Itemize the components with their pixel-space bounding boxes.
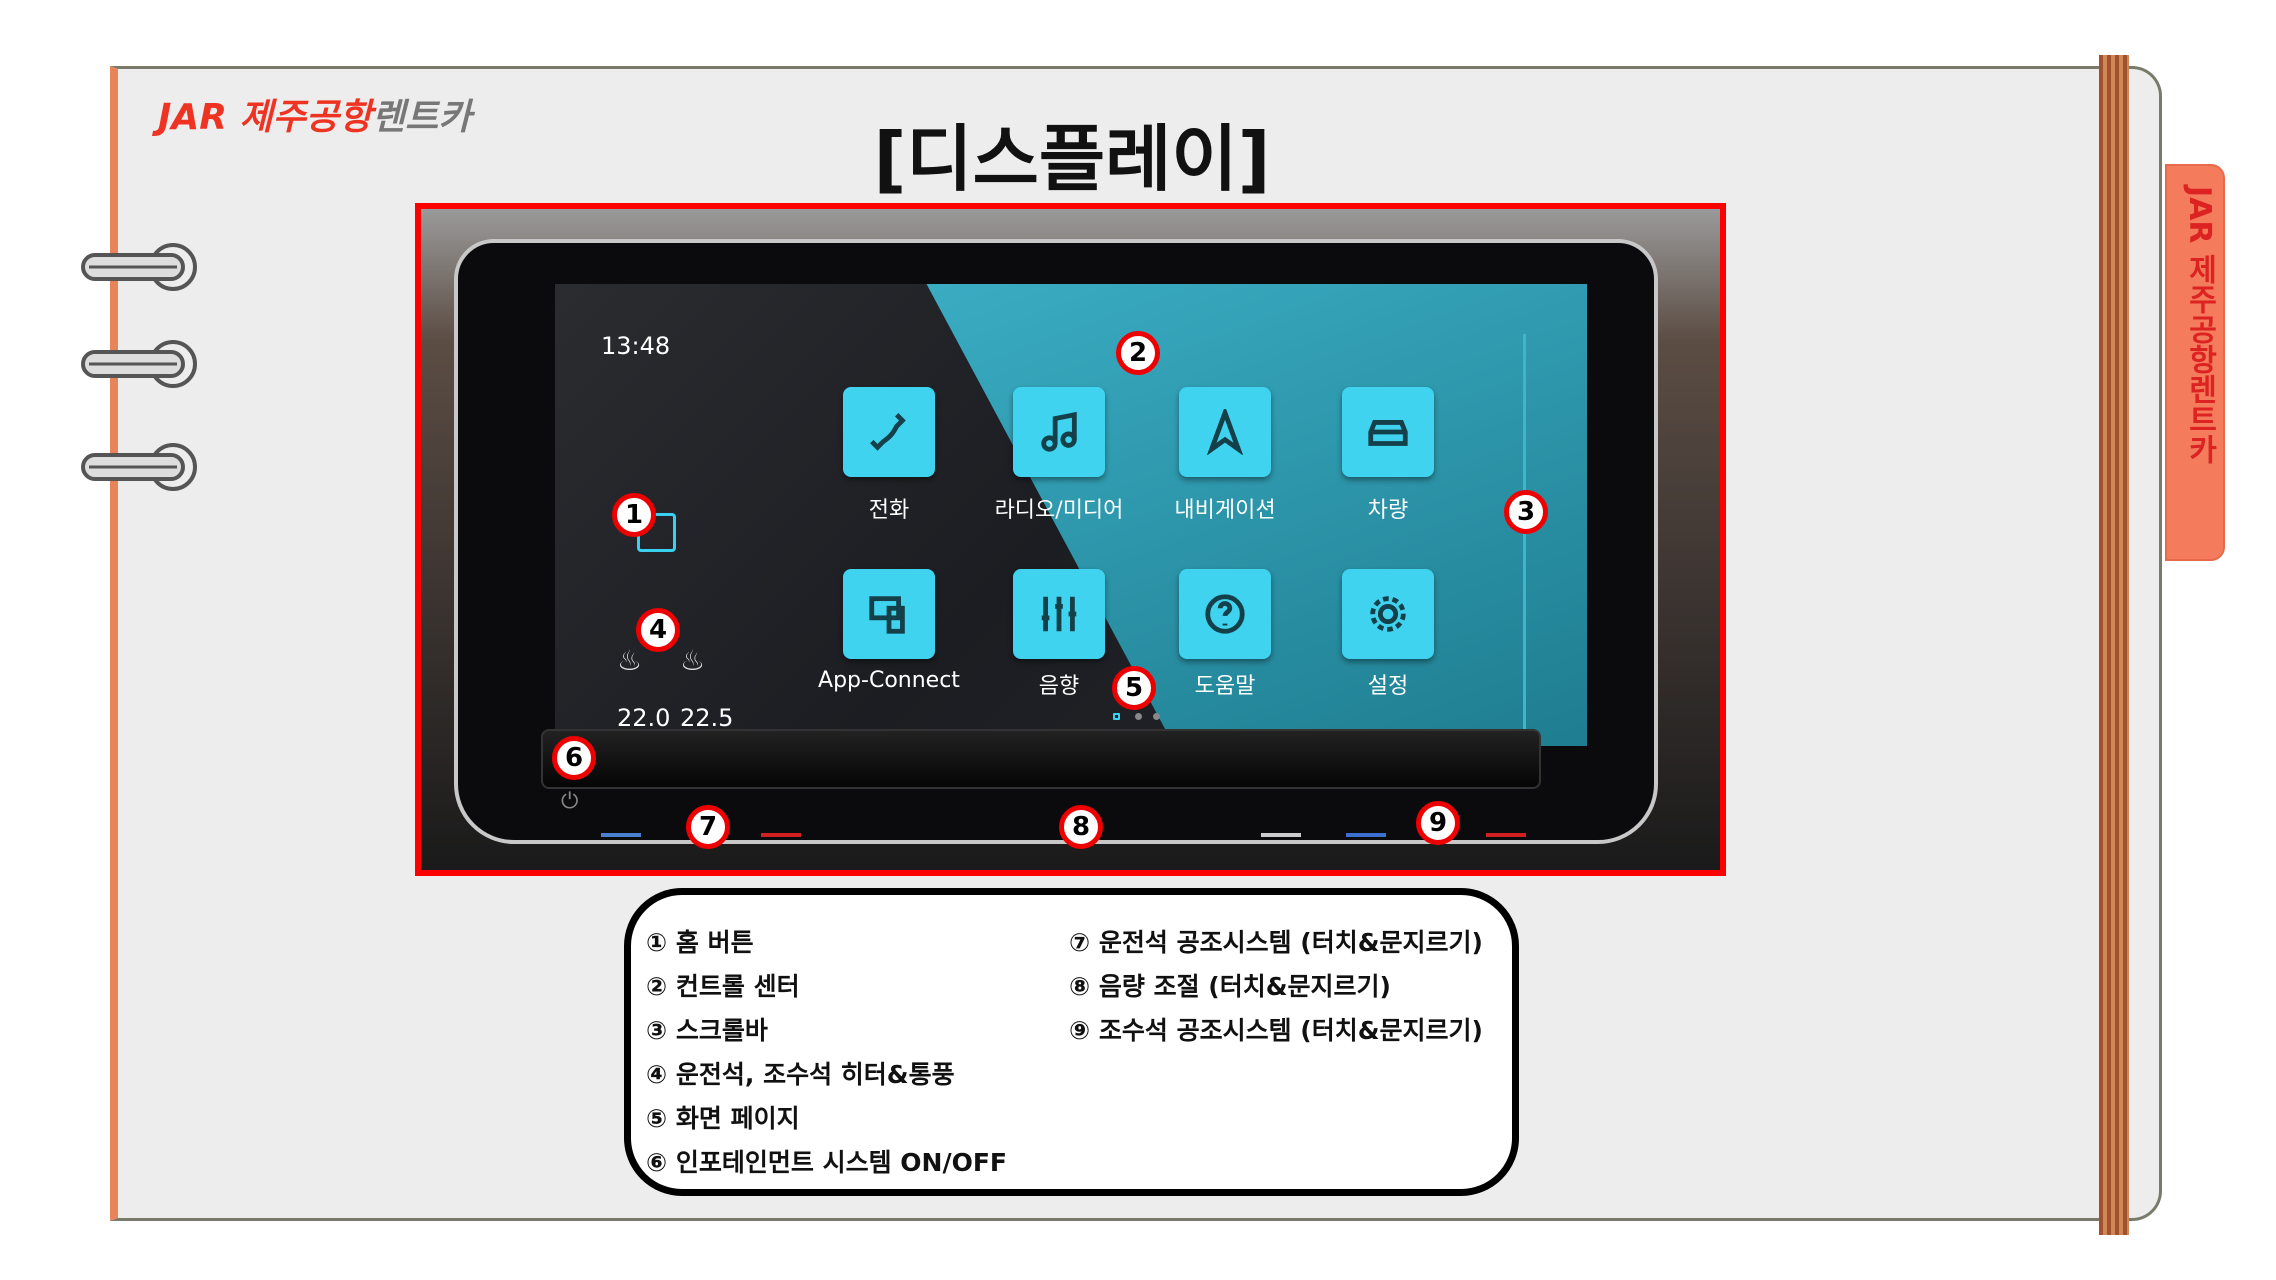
driver-temp[interactable]: 22.0 bbox=[617, 704, 671, 732]
legend-item: ⑧ 음량 조절 (터치&문지르기) bbox=[1069, 972, 1391, 1001]
page-dot-active[interactable] bbox=[1113, 713, 1120, 720]
app-navigation[interactable] bbox=[1179, 387, 1271, 477]
legend-item: ⑨ 조수석 공조시스템 (터치&문지르기) bbox=[1069, 1016, 1483, 1045]
led-indicator bbox=[1346, 833, 1386, 837]
marker-3: 3 bbox=[1504, 490, 1548, 534]
brand-name-sub: 렌트카 bbox=[372, 97, 472, 138]
ring-binder-icon bbox=[81, 340, 197, 388]
led-indicator bbox=[601, 833, 641, 837]
led-indicator bbox=[1261, 833, 1301, 837]
logo-mark: JAR bbox=[158, 97, 227, 138]
help-icon bbox=[1205, 594, 1245, 634]
legend-item: ④ 운전석, 조수석 히터&통풍 bbox=[646, 1060, 955, 1089]
app-label: App-Connect bbox=[818, 668, 960, 693]
marker-2: 2 bbox=[1116, 331, 1160, 375]
app-label: 내비게이션 bbox=[1174, 498, 1276, 523]
infotainment-screen: 13:48 ♨ ♨ 22.0 22.5 전화 라디오/미디어 내비게이션 차량 … bbox=[555, 284, 1587, 746]
marker-4: 4 bbox=[636, 608, 680, 652]
driver-seat-heater-icon[interactable]: ♨ bbox=[617, 644, 643, 677]
navigation-arrow-icon bbox=[1206, 409, 1244, 455]
marker-9: 9 bbox=[1416, 801, 1460, 845]
app-settings[interactable] bbox=[1342, 569, 1434, 659]
app-label: 차량 bbox=[1367, 498, 1409, 523]
marker-1: 1 bbox=[612, 493, 656, 537]
passenger-seat-heater-icon[interactable]: ♨ bbox=[680, 644, 706, 677]
legend-item: ⑦ 운전석 공조시스템 (터치&문지르기) bbox=[1069, 928, 1483, 957]
legend-item: ⑤ 화면 페이지 bbox=[646, 1104, 800, 1133]
app-label: 라디오/미디어 bbox=[994, 498, 1124, 523]
gear-icon bbox=[1370, 596, 1406, 632]
legend-item: ③ 스크롤바 bbox=[646, 1016, 768, 1045]
legend-item: ⑥ 인포테인먼트 시스템 ON/OFF bbox=[646, 1148, 1007, 1177]
car-icon bbox=[1368, 420, 1408, 446]
app-label: 음향 bbox=[1038, 674, 1080, 699]
legend-item: ② 컨트롤 센터 bbox=[646, 972, 800, 1001]
app-label: 도움말 bbox=[1194, 674, 1256, 699]
ring-binder-icon bbox=[81, 243, 197, 291]
app-vehicle[interactable] bbox=[1342, 387, 1434, 477]
legend-item: ① 홈 버튼 bbox=[646, 928, 754, 957]
legend-box: ① 홈 버튼 ② 컨트롤 센터 ③ 스크롤바 ④ 운전석, 조수석 히터&통풍 … bbox=[624, 888, 1519, 1196]
app-appconnect[interactable] bbox=[843, 569, 935, 659]
music-note-icon bbox=[1041, 411, 1077, 452]
marker-6: 6 bbox=[552, 736, 596, 780]
app-label: 전화 bbox=[868, 498, 910, 523]
ring-binder-icon bbox=[81, 443, 197, 491]
notebook-binding bbox=[2099, 55, 2129, 1235]
side-tab-label: JAR 제주공항렌트카 bbox=[2182, 186, 2217, 464]
marker-7: 7 bbox=[686, 805, 730, 849]
page-title: [디스플레이] bbox=[873, 117, 1271, 201]
page-dot[interactable] bbox=[1153, 713, 1160, 720]
display-photo: 13:48 ♨ ♨ 22.0 22.5 전화 라디오/미디어 내비게이션 차량 … bbox=[415, 203, 1726, 876]
clock: 13:48 bbox=[601, 332, 671, 360]
phone-icon bbox=[870, 413, 906, 451]
app-connect-icon bbox=[869, 596, 905, 634]
brand-name: 제주공항 bbox=[239, 97, 373, 138]
page-dot[interactable] bbox=[1135, 713, 1142, 720]
marker-5: 5 bbox=[1112, 666, 1156, 710]
app-label: 설정 bbox=[1367, 674, 1409, 699]
led-indicator bbox=[1486, 833, 1526, 837]
marker-8: 8 bbox=[1059, 805, 1103, 849]
passenger-temp[interactable]: 22.5 bbox=[680, 704, 734, 732]
app-sound[interactable] bbox=[1013, 569, 1105, 659]
climate-volume-control-bar[interactable] bbox=[541, 729, 1541, 789]
power-icon[interactable]: ⏻ bbox=[561, 789, 579, 814]
led-indicator bbox=[761, 833, 801, 837]
equalizer-icon bbox=[1041, 596, 1077, 632]
side-tab: JAR 제주공항렌트카 bbox=[2165, 164, 2225, 561]
brand-logo: JAR 제주공항렌트카 bbox=[158, 88, 471, 140]
app-help[interactable] bbox=[1179, 569, 1271, 659]
app-media[interactable] bbox=[1013, 387, 1105, 477]
app-phone[interactable] bbox=[843, 387, 935, 477]
